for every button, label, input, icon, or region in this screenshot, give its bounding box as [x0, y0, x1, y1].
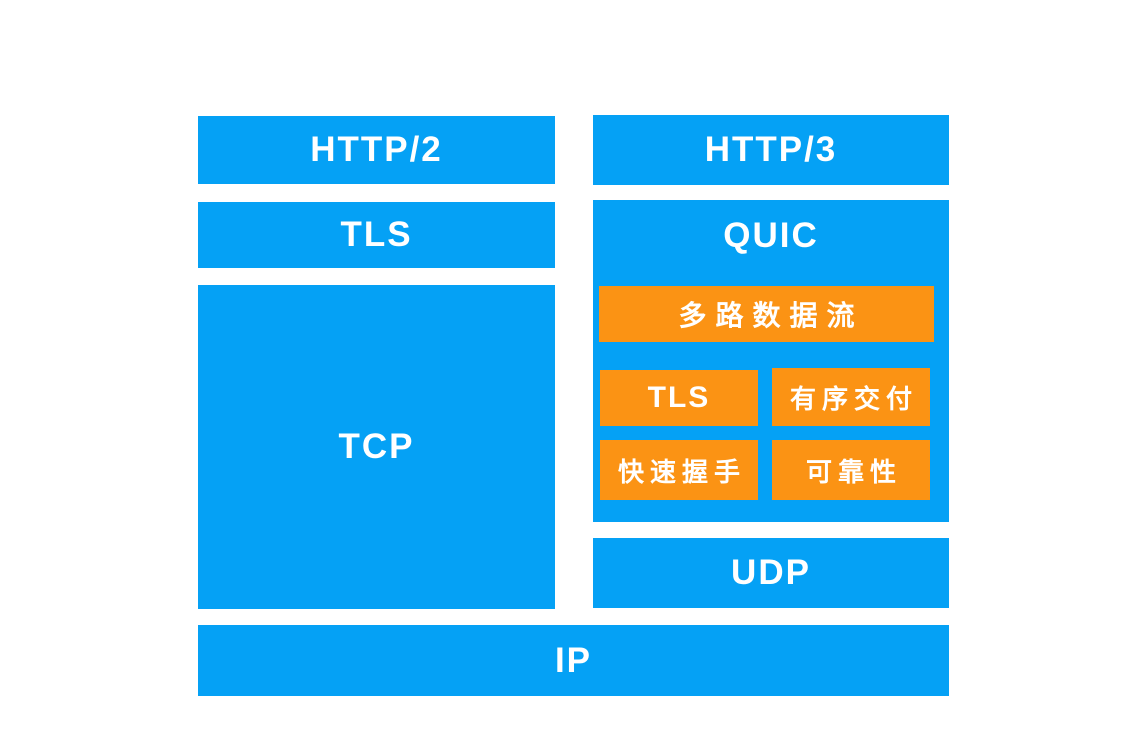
reliability-label: 可靠性 [805, 456, 902, 487]
quic-feature-fast-handshake-box: 快速握手 [600, 440, 758, 500]
tcp-box: TCP [198, 285, 555, 609]
quic-feature-tls-box: TLS [600, 370, 758, 426]
quic-feature-multiplexed-streams-box: 多路数据流 [599, 286, 934, 342]
quic-tls-label: TLS [647, 381, 711, 414]
quic-title-area: QUIC [593, 200, 949, 272]
ordered-delivery-label: 有序交付 [789, 383, 918, 414]
udp-box: UDP [593, 538, 949, 608]
http3-box: HTTP/3 [593, 115, 949, 185]
http2-box: HTTP/2 [198, 116, 555, 184]
quic-feature-ordered-delivery-box: 有序交付 [772, 368, 930, 426]
tls-label: TLS [340, 215, 413, 254]
quic-feature-reliability-box: 可靠性 [772, 440, 930, 500]
http2-label: HTTP/2 [310, 130, 443, 169]
http3-label: HTTP/3 [704, 130, 838, 169]
ip-label: IP [554, 640, 593, 680]
tls-box: TLS [198, 202, 555, 268]
quic-label: QUIC [723, 216, 819, 255]
udp-label: UDP [731, 553, 811, 592]
multiplexed-streams-label: 多路数据流 [678, 300, 864, 331]
fast-handshake-label: 快速握手 [617, 456, 746, 487]
tcp-label: TCP [338, 427, 415, 466]
ip-box: IP [198, 625, 949, 696]
